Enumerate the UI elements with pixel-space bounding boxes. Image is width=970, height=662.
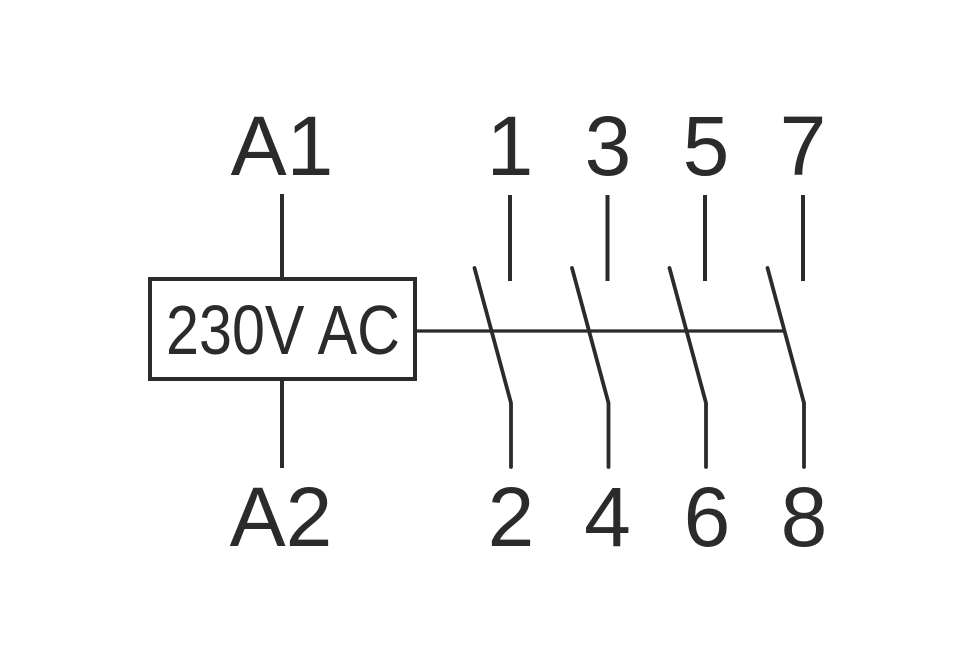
contact-terminal-label-5: 5	[683, 99, 730, 193]
contact-group-3-4: 3 4	[570, 99, 632, 564]
contact-terminal-label-3: 3	[585, 99, 632, 193]
coil-voltage-label: 230V AC	[166, 291, 400, 369]
contact-blade-7-8	[765, 266, 806, 469]
contact-blade-1-2	[472, 266, 513, 469]
contact-terminal-label-8: 8	[781, 470, 828, 564]
contact-terminal-label-6: 6	[684, 470, 731, 564]
contact-group-7-8: 7 8	[765, 99, 828, 564]
contact-blade-3-4	[570, 266, 611, 469]
coil-box	[148, 277, 417, 381]
contact-group-1-2: 1 2	[472, 99, 535, 564]
coil-terminal-label-a2: A2	[230, 470, 333, 564]
contact-terminal-label-4: 4	[584, 470, 631, 564]
contact-terminal-label-1: 1	[487, 99, 534, 193]
contact-terminal-label-7: 7	[780, 99, 827, 193]
contact-terminal-label-2: 2	[488, 470, 535, 564]
coil-terminal-label-a1: A1	[231, 99, 334, 193]
contact-blade-5-6	[667, 266, 708, 469]
contact-group-5-6: 5 6	[667, 99, 731, 564]
coil-group: A1 230V AC A2	[148, 99, 417, 564]
